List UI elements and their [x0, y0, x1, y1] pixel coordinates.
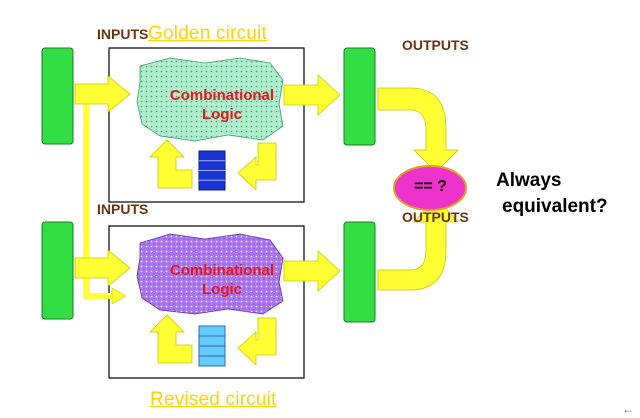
revised-logic-label: Combinational Logic	[158, 261, 286, 299]
revised-feedback-arrow-right	[237, 317, 277, 366]
golden-circuit-box	[108, 47, 305, 203]
revised-circuit-box	[108, 225, 305, 379]
revised-feedback-arrow-left	[149, 314, 193, 364]
comparator-ellipse	[393, 165, 467, 211]
revised-output-arrow	[283, 250, 341, 292]
golden-output-register	[343, 47, 376, 146]
golden-feedback-arrow-left	[149, 139, 193, 189]
back-arrow-icon[interactable]: ←	[622, 402, 634, 416]
revised-inputs-label: INPUTS	[97, 201, 149, 217]
golden-to-compare-arrow	[377, 87, 459, 173]
golden-logic-line2: Logic	[202, 106, 242, 123]
golden-inputs-label: INPUTS	[97, 26, 149, 42]
revised-logic-line2: Logic	[202, 281, 242, 298]
question-line1: Always	[496, 170, 562, 191]
golden-input-register	[41, 47, 74, 145]
golden-input-arrow	[74, 75, 131, 113]
golden-logic-line1: Combinational	[169, 87, 275, 104]
revised-logic-line1: Combinational	[169, 262, 275, 279]
golden-circuit-title: Golden circuit	[148, 23, 267, 44]
comparator-label: == ?	[414, 178, 447, 195]
revised-input-arrow	[74, 249, 131, 287]
outputs-bottom-label: OUTPUTS	[402, 209, 469, 225]
golden-logic-blob	[136, 57, 284, 142]
golden-output-arrow	[283, 74, 341, 116]
fanout-arrow-head	[111, 287, 127, 305]
revised-circuit-title: Revised circuit	[150, 389, 277, 410]
golden-feedback-arrow-right	[237, 142, 277, 191]
revised-output-register	[343, 221, 376, 323]
golden-state-register-icon	[198, 150, 226, 191]
golden-logic-label: Combinational Logic	[158, 86, 286, 124]
revised-to-compare-arrow	[377, 197, 459, 291]
outputs-top-label: OUTPUTS	[402, 37, 469, 53]
question-line2: equivalent?	[502, 196, 608, 217]
revised-state-register-icon	[198, 325, 226, 367]
revised-logic-blob	[136, 233, 284, 315]
revised-input-register	[41, 221, 74, 320]
input-fanout-line	[83, 92, 112, 299]
